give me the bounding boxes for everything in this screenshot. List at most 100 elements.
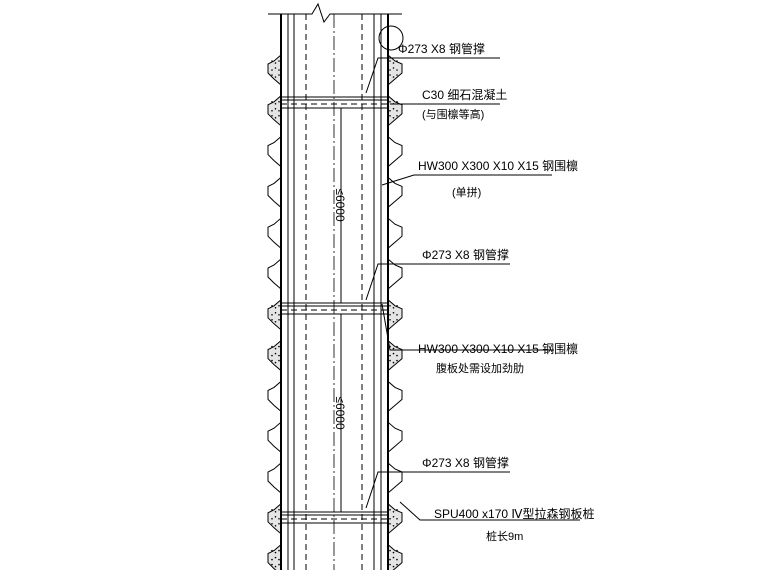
concrete-stipple — [278, 115, 280, 117]
concrete-stipple — [392, 361, 395, 364]
concrete-stipple — [278, 558, 280, 561]
concrete-stipple — [274, 62, 277, 64]
concrete-stipple — [396, 518, 398, 520]
concrete-fill — [268, 95, 281, 126]
concrete-stipple — [396, 74, 398, 76]
concrete-fill — [388, 299, 402, 330]
concrete-stipple — [396, 549, 398, 552]
connection-band-3 — [281, 511, 388, 524]
label-concrete: C30 细石混凝土 — [422, 87, 507, 102]
label-concrete-note: (与围檩等高) — [422, 107, 484, 121]
connection-band-2 — [281, 302, 388, 315]
concrete-stipple — [389, 60, 391, 62]
concrete-stipple — [392, 551, 395, 554]
concrete-stipple — [389, 549, 391, 552]
concrete-stipple — [278, 69, 280, 71]
concrete-stipple — [396, 101, 398, 103]
concrete-stipple — [389, 563, 391, 566]
concrete-stipple — [278, 319, 280, 321]
concrete-stipple — [278, 549, 280, 552]
left-sheet-pile-profile — [267, 47, 282, 570]
left-waler — [280, 14, 295, 570]
concrete-stipple — [271, 69, 273, 71]
concrete-stipple — [274, 117, 277, 119]
concrete-stipple — [274, 352, 277, 355]
break-line — [268, 2, 402, 24]
concrete-stipple — [274, 565, 277, 568]
label-waler-1-note: (单拼) — [452, 185, 481, 199]
concrete-fill — [268, 503, 281, 534]
concrete-fill — [268, 340, 281, 371]
concrete-stipple — [271, 60, 273, 62]
concrete-stipple — [274, 525, 277, 527]
concrete-stipple — [396, 523, 398, 525]
label-pipe-strut-3: Φ273 X8 钢管撑 — [422, 455, 509, 470]
concrete-stipple — [274, 511, 277, 513]
label-waler-1: HW300 X300 X10 X15 钢围檩 — [418, 158, 578, 173]
right-waler — [373, 14, 389, 570]
concrete-stipple — [389, 69, 391, 71]
concrete-stipple — [274, 516, 277, 518]
concrete-stipple — [392, 108, 395, 110]
concrete-stipple — [271, 115, 273, 117]
concrete-stipple — [271, 523, 273, 525]
concrete-stipple — [278, 345, 280, 348]
concrete-stipple — [396, 60, 398, 62]
concrete-stipple — [271, 74, 273, 76]
concrete-stipple — [278, 110, 280, 112]
concrete-stipple — [278, 359, 280, 362]
concrete-stipple — [278, 563, 280, 566]
concrete-stipple — [274, 312, 277, 314]
concrete-stipple — [392, 525, 395, 527]
concrete-stipple — [274, 67, 277, 69]
concrete-stipple — [271, 558, 273, 561]
concrete-stipple — [392, 117, 395, 119]
concrete-stipple — [392, 321, 395, 323]
concrete-stipple — [389, 319, 391, 321]
label-pipe-strut-2: Φ273 X8 钢管撑 — [422, 247, 509, 262]
concrete-fill — [388, 55, 402, 85]
concrete-stipple — [278, 523, 280, 525]
concrete-stipple — [274, 551, 277, 554]
concrete-stipple — [396, 563, 398, 566]
concrete-stipple — [271, 563, 273, 566]
connection-band-1 — [281, 96, 388, 109]
concrete-stipple — [271, 110, 273, 112]
label-waler-2: HW300 X300 X10 X15 钢围檩 — [418, 341, 578, 356]
concrete-stipple — [274, 556, 277, 559]
concrete-stipple — [389, 110, 391, 112]
concrete-stipple — [389, 518, 391, 520]
concrete-stipple — [389, 523, 391, 525]
concrete-stipple — [274, 76, 277, 78]
concrete-stipple — [271, 319, 273, 321]
concrete-stipple — [389, 74, 391, 76]
concrete-fill — [268, 299, 281, 330]
concrete-fill — [268, 544, 281, 570]
concrete-stipple — [392, 76, 395, 78]
concrete-fill — [388, 95, 402, 126]
pipe-section-circle — [378, 25, 404, 51]
concrete-stipple — [271, 359, 273, 362]
concrete-stipple — [271, 549, 273, 552]
concrete-stipple — [278, 74, 280, 76]
concrete-stipple — [274, 103, 277, 105]
concrete-stipple — [271, 101, 273, 103]
concrete-stipple — [396, 359, 398, 362]
concrete-stipple — [392, 511, 395, 513]
concrete-stipple — [396, 69, 398, 71]
concrete-stipple — [278, 518, 280, 520]
concrete-stipple — [392, 67, 395, 69]
concrete-stipple — [389, 314, 391, 316]
concrete-stipple — [278, 60, 280, 62]
concrete-stipple — [392, 516, 395, 518]
concrete-stipple — [396, 305, 398, 307]
concrete-stipple — [396, 509, 398, 511]
concrete-stipple — [396, 115, 398, 117]
dimension-text-2: ≤6000 — [333, 396, 347, 430]
concrete-stipple — [278, 509, 280, 511]
steel-pipe-strut — [305, 14, 363, 570]
concrete-stipple — [278, 314, 280, 316]
concrete-stipple — [278, 101, 280, 103]
concrete-stipple — [271, 518, 273, 520]
